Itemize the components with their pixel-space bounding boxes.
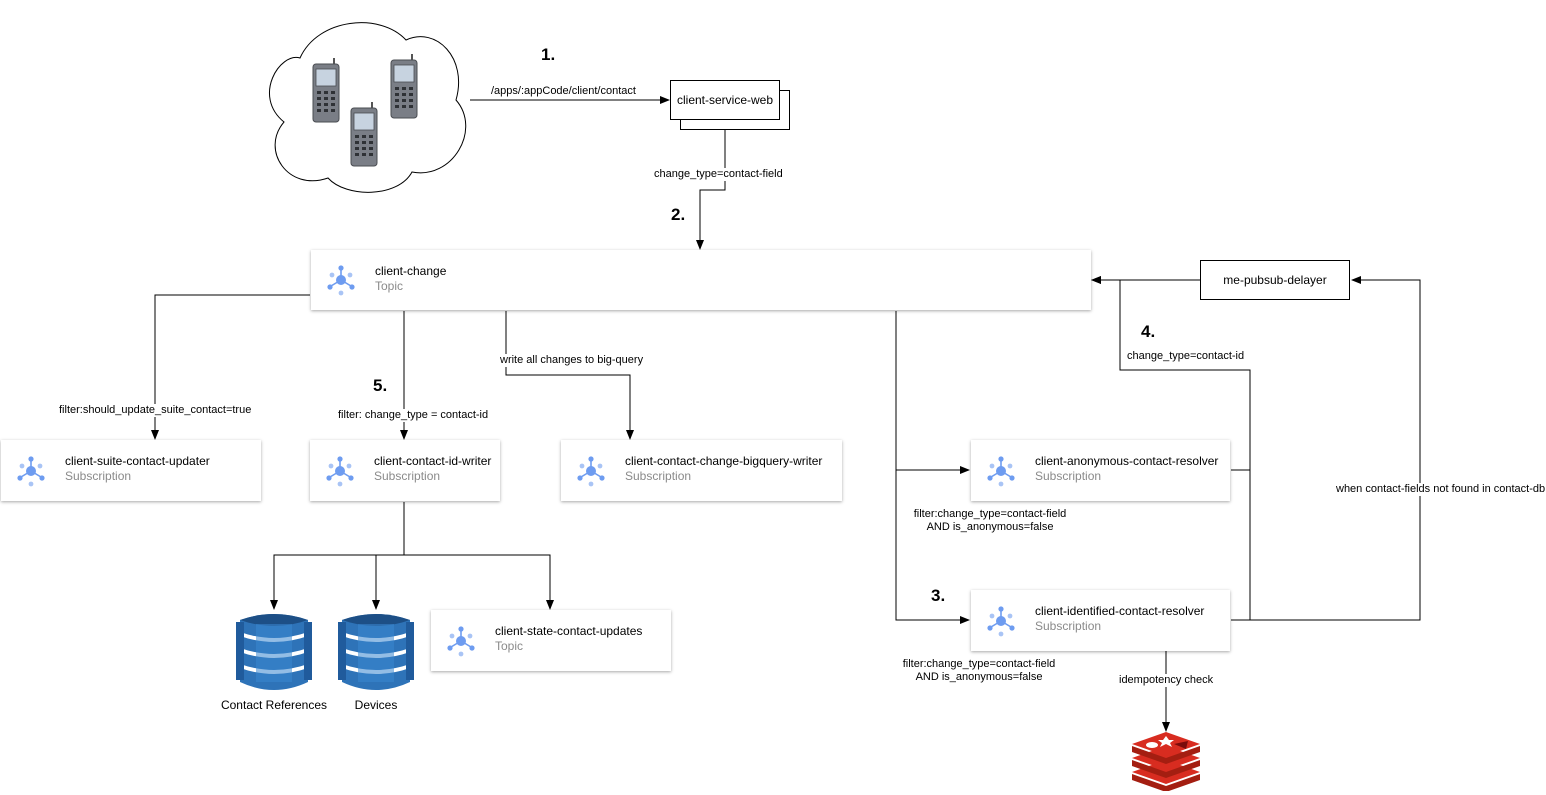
redis-icon [1132,732,1200,791]
dynamodb-icon [338,614,414,690]
when-not-found-label: when contact-fields not found in contact… [1336,483,1546,496]
card-kind: Subscription [625,469,692,483]
devices-db-label: Devices [354,698,398,712]
card-kind: Subscription [374,469,441,483]
step-number-4: 4. [1141,322,1156,341]
bigquery-label: write all changes to big-query [500,354,644,367]
step-number-1: 1. [541,45,556,64]
pubsub-icon [446,625,476,657]
me-pubsub-delayer-label: me-pubsub-delayer [1223,273,1327,287]
change-type-contact-id-label: change_type=contact-id [1127,350,1245,363]
pubsub-icon [576,455,606,487]
idempotency-check-label: idempotency check [1119,674,1214,687]
client-identified-contact-resolver-card[interactable]: client-identified-contact-resolver Subsc… [971,590,1230,651]
step-number-2: 2. [671,205,686,224]
api-path-label: /apps/:appCode/client/contact [491,85,636,97]
card-title: client-contact-change-bigquery-writer [625,454,823,468]
client-change-topic-card[interactable]: client-change Topic [311,250,1091,310]
mobile-phone-icon [350,101,378,167]
client-contact-change-bigquery-writer-card[interactable]: client-contact-change-bigquery-writer Su… [561,440,842,501]
identified-filter-line-2: AND is_anonymous=false [915,671,1043,683]
card-kind: Subscription [65,469,132,483]
client-anonymous-contact-resolver-card[interactable]: client-anonymous-contact-resolver Subscr… [971,440,1230,501]
card-title: client-anonymous-contact-resolver [1035,454,1219,468]
pubsub-icon [325,455,355,487]
dynamodb-icon [236,614,312,690]
card-title: client-change [375,264,447,278]
identified-filter-label: filter:change_type=contact-field AND is_… [884,658,1074,684]
card-title: client-state-contact-updates [495,624,643,638]
card-title: client-identified-contact-resolver [1035,604,1205,618]
change-type-contact-field-label: change_type=contact-field [654,168,783,181]
client-service-web-node[interactable]: client-service-web [670,80,780,120]
card-kind: Subscription [1035,619,1102,633]
anonymous-filter-line-1: filter:change_type=contact-field [913,508,1067,520]
client-contact-id-writer-card[interactable]: client-contact-id-writer Subscription [310,440,500,501]
step-number-3: 3. [931,586,946,605]
mobile-phone-icon [390,53,418,119]
pubsub-icon [16,455,46,487]
anonymous-filter-line-2: AND is_anonymous=false [926,521,1054,533]
mobile-phone-icon [312,58,340,123]
card-kind: Topic [375,279,404,293]
card-title: client-contact-id-writer [374,454,492,468]
pubsub-icon [986,605,1016,637]
anonymous-filter-label: filter:change_type=contact-field AND is_… [895,508,1085,534]
pubsub-icon [326,264,356,296]
card-title: client-suite-contact-updater [65,454,210,468]
card-kind: Topic [495,639,524,653]
step-number-5: 5. [373,376,388,395]
client-state-contact-updates-card[interactable]: client-state-contact-updates Topic [431,610,671,671]
card-kind: Subscription [1035,469,1102,483]
client-suite-contact-updater-card[interactable]: client-suite-contact-updater Subscriptio… [1,440,261,501]
pubsub-icon [986,455,1016,487]
identified-filter-line-1: filter:change_type=contact-field [902,658,1056,670]
me-pubsub-delayer-node[interactable]: me-pubsub-delayer [1200,260,1350,300]
client-service-web-label: client-service-web [676,93,774,107]
contact-references-db-label: Contact References [220,698,328,712]
filter-suite-label: filter:should_update_suite_contact=true [59,404,252,417]
filter-contact-id-label: filter: change_type = contact-id [338,409,489,422]
